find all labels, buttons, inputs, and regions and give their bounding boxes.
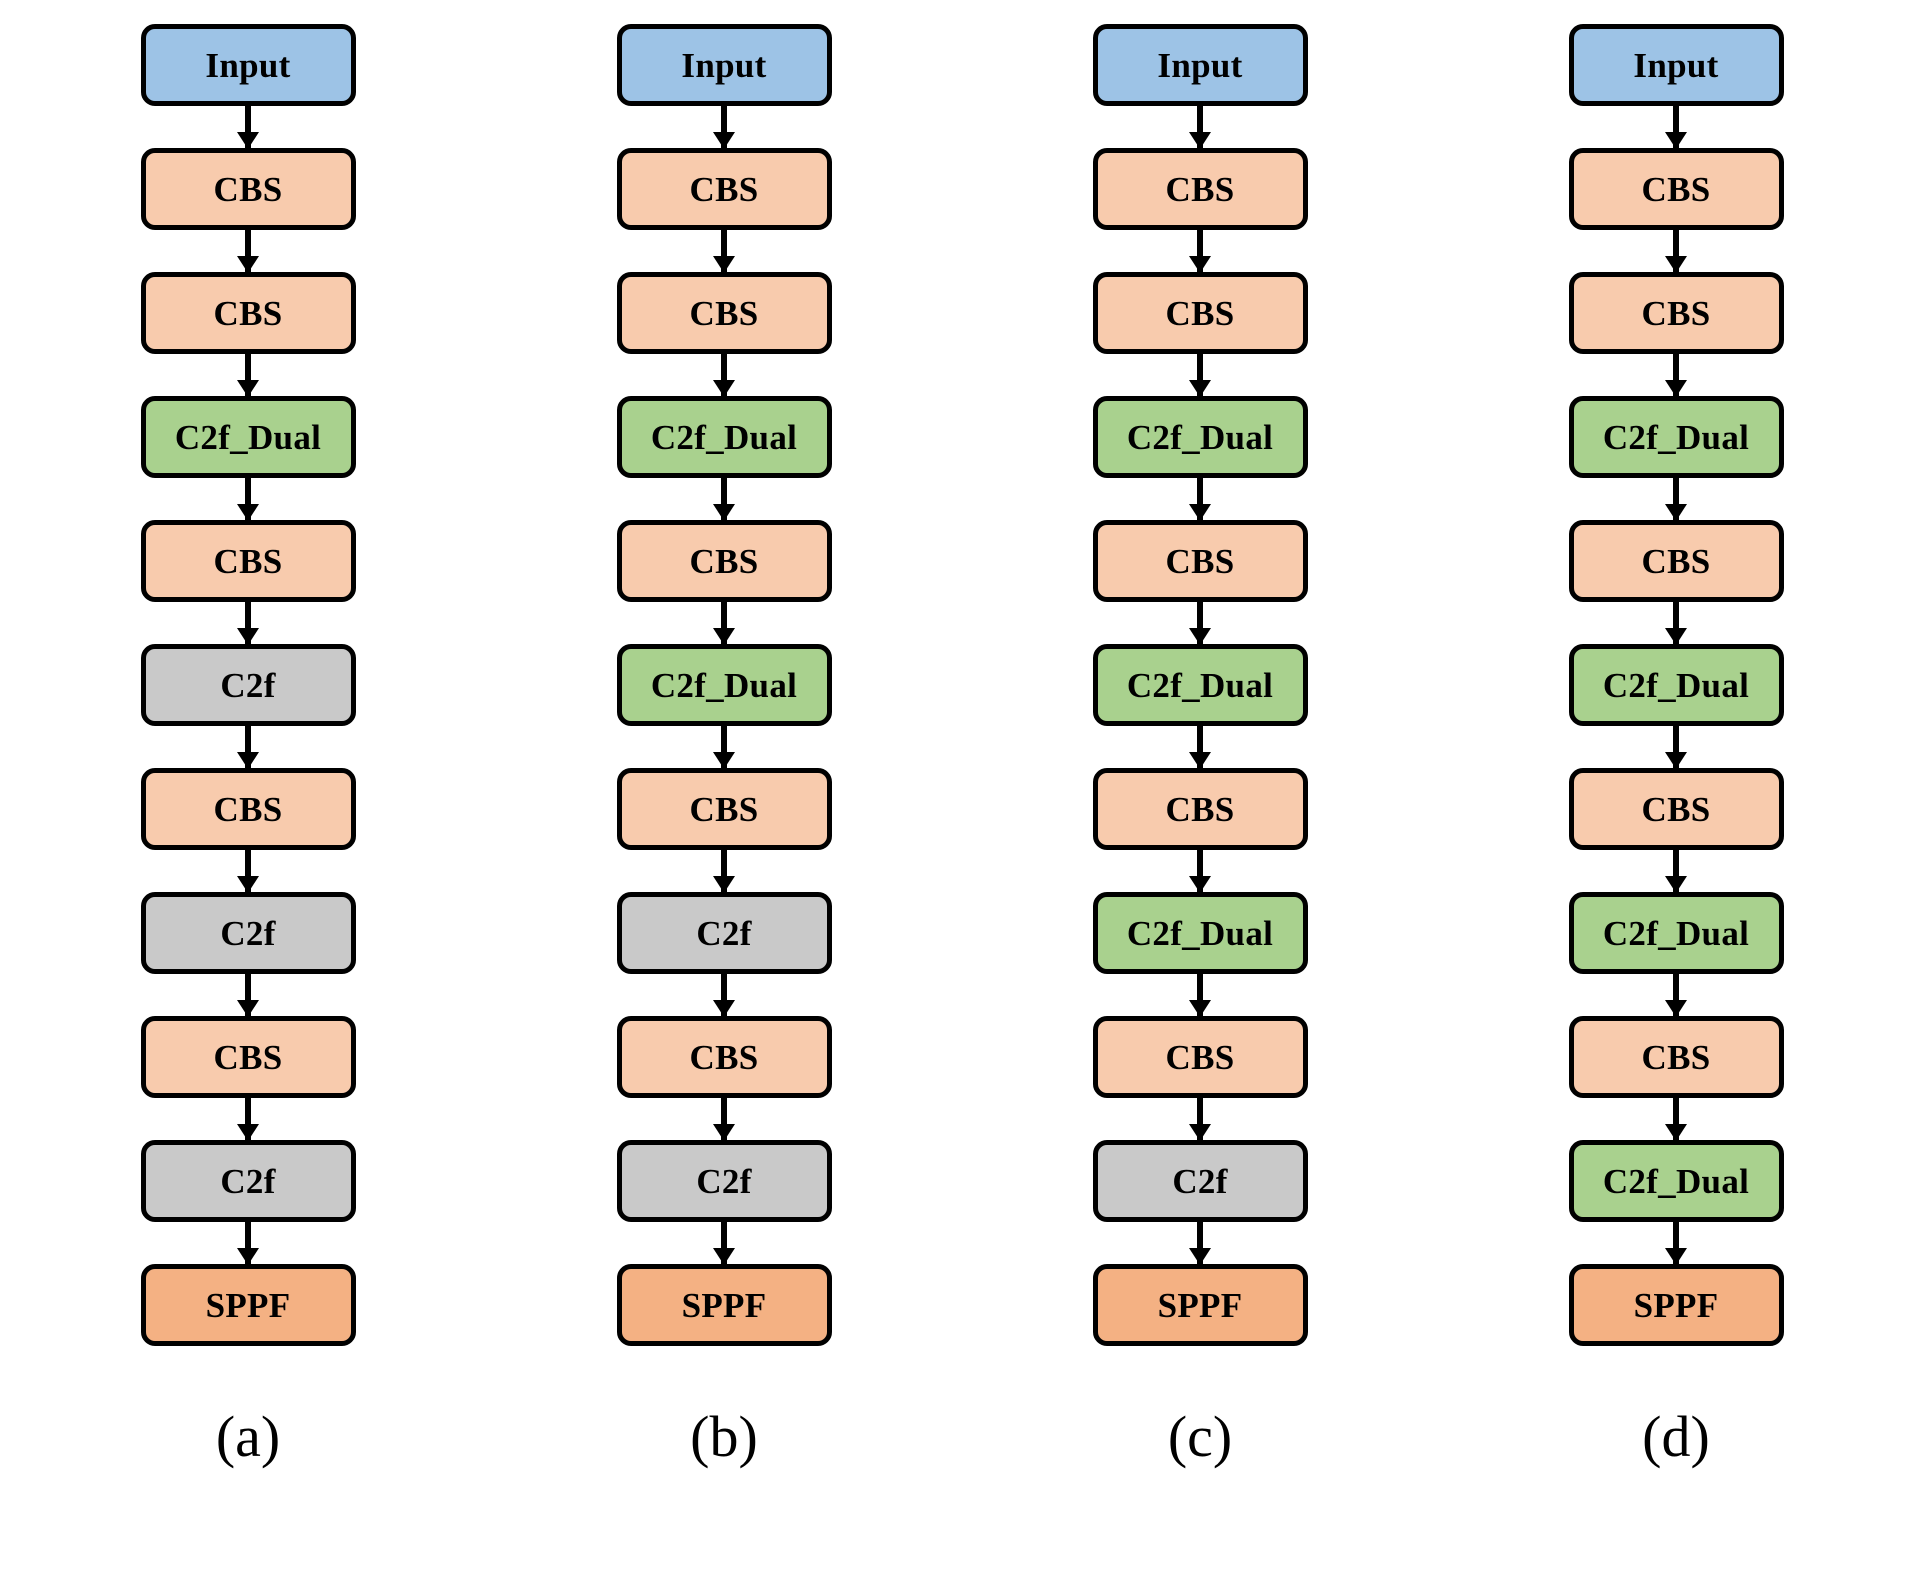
node-c2f[interactable]: C2f bbox=[140, 892, 356, 974]
flow-arrow-down-icon bbox=[1673, 1098, 1679, 1140]
node-cbs[interactable]: CBS bbox=[1568, 148, 1784, 230]
flow-arrow-down-icon bbox=[1197, 354, 1203, 396]
flow-arrow-down-icon bbox=[245, 1222, 251, 1264]
flow-arrow-down-icon bbox=[721, 602, 727, 644]
flow-arrow-down-icon bbox=[721, 974, 727, 1016]
flow-arrow-down-icon bbox=[1197, 1222, 1203, 1264]
node-sppf[interactable]: SPPF bbox=[1568, 1264, 1784, 1346]
flow-arrow-down-icon bbox=[721, 726, 727, 768]
node-c2f[interactable]: C2f bbox=[140, 644, 356, 726]
node-cbs[interactable]: CBS bbox=[140, 272, 356, 354]
flow-arrow-down-icon bbox=[245, 1098, 251, 1140]
flow-arrow-down-icon bbox=[245, 106, 251, 148]
node-input[interactable]: Input bbox=[616, 24, 832, 106]
node-sppf[interactable]: SPPF bbox=[1092, 1264, 1308, 1346]
flow-arrow-down-icon bbox=[1673, 726, 1679, 768]
flow-arrow-down-icon bbox=[245, 974, 251, 1016]
node-c2f_dual[interactable]: C2f_Dual bbox=[1092, 644, 1308, 726]
flow-arrow-down-icon bbox=[1197, 106, 1203, 148]
node-c2f[interactable]: C2f bbox=[1092, 1140, 1308, 1222]
node-cbs[interactable]: CBS bbox=[1092, 272, 1308, 354]
flow-arrow-down-icon bbox=[245, 354, 251, 396]
node-c2f_dual[interactable]: C2f_Dual bbox=[1568, 892, 1784, 974]
node-cbs[interactable]: CBS bbox=[1092, 148, 1308, 230]
node-cbs[interactable]: CBS bbox=[616, 272, 832, 354]
flow-arrow-down-icon bbox=[245, 230, 251, 272]
node-cbs[interactable]: CBS bbox=[140, 1016, 356, 1098]
node-c2f_dual[interactable]: C2f_Dual bbox=[616, 396, 832, 478]
flow-arrow-down-icon bbox=[1673, 850, 1679, 892]
node-sppf[interactable]: SPPF bbox=[616, 1264, 832, 1346]
flow-arrow-down-icon bbox=[721, 354, 727, 396]
subfigure-caption: (a) bbox=[215, 1404, 281, 1469]
node-c2f_dual[interactable]: C2f_Dual bbox=[1092, 892, 1308, 974]
node-cbs[interactable]: CBS bbox=[616, 148, 832, 230]
flow-arrow-down-icon bbox=[1673, 478, 1679, 520]
flow-arrow-down-icon bbox=[721, 1222, 727, 1264]
flow-arrow-down-icon bbox=[1673, 602, 1679, 644]
flow-arrow-down-icon bbox=[1197, 1098, 1203, 1140]
flow-arrow-down-icon bbox=[721, 478, 727, 520]
node-c2f[interactable]: C2f bbox=[616, 892, 832, 974]
flow-arrow-down-icon bbox=[1197, 726, 1203, 768]
node-cbs[interactable]: CBS bbox=[1568, 520, 1784, 602]
node-c2f_dual[interactable]: C2f_Dual bbox=[1568, 396, 1784, 478]
flow-arrow-down-icon bbox=[1673, 230, 1679, 272]
node-cbs[interactable]: CBS bbox=[1092, 520, 1308, 602]
node-cbs[interactable]: CBS bbox=[616, 1016, 832, 1098]
node-c2f_dual[interactable]: C2f_Dual bbox=[616, 644, 832, 726]
node-cbs[interactable]: CBS bbox=[616, 768, 832, 850]
node-cbs[interactable]: CBS bbox=[140, 520, 356, 602]
node-c2f[interactable]: C2f bbox=[140, 1140, 356, 1222]
node-cbs[interactable]: CBS bbox=[140, 148, 356, 230]
subfigure-caption: (c) bbox=[1167, 1404, 1233, 1469]
flow-arrow-down-icon bbox=[1673, 974, 1679, 1016]
node-input[interactable]: Input bbox=[1092, 24, 1308, 106]
flow-arrow-down-icon bbox=[721, 230, 727, 272]
flow-arrow-down-icon bbox=[245, 478, 251, 520]
node-cbs[interactable]: CBS bbox=[1092, 768, 1308, 850]
flow-arrow-down-icon bbox=[245, 602, 251, 644]
flow-arrow-down-icon bbox=[1673, 354, 1679, 396]
node-c2f[interactable]: C2f bbox=[616, 1140, 832, 1222]
flow-arrow-down-icon bbox=[1197, 850, 1203, 892]
flow-arrow-down-icon bbox=[1197, 602, 1203, 644]
flow-arrow-down-icon bbox=[1673, 1222, 1679, 1264]
node-cbs[interactable]: CBS bbox=[140, 768, 356, 850]
flow-arrow-down-icon bbox=[245, 726, 251, 768]
node-cbs[interactable]: CBS bbox=[1568, 1016, 1784, 1098]
node-input[interactable]: Input bbox=[1568, 24, 1784, 106]
flow-arrow-down-icon bbox=[1197, 478, 1203, 520]
flow-arrow-down-icon bbox=[721, 106, 727, 148]
node-cbs[interactable]: CBS bbox=[1568, 768, 1784, 850]
node-cbs[interactable]: CBS bbox=[616, 520, 832, 602]
flow-arrow-down-icon bbox=[1197, 974, 1203, 1016]
node-sppf[interactable]: SPPF bbox=[140, 1264, 356, 1346]
node-c2f_dual[interactable]: C2f_Dual bbox=[1568, 1140, 1784, 1222]
node-input[interactable]: Input bbox=[140, 24, 356, 106]
flow-arrow-down-icon bbox=[721, 850, 727, 892]
node-c2f_dual[interactable]: C2f_Dual bbox=[140, 396, 356, 478]
subfigure-caption: (d) bbox=[1642, 1404, 1710, 1469]
node-c2f_dual[interactable]: C2f_Dual bbox=[1092, 396, 1308, 478]
node-c2f_dual[interactable]: C2f_Dual bbox=[1568, 644, 1784, 726]
flow-arrow-down-icon bbox=[1673, 106, 1679, 148]
subfigure-caption: (b) bbox=[690, 1404, 758, 1469]
flow-arrow-down-icon bbox=[1197, 230, 1203, 272]
node-cbs[interactable]: CBS bbox=[1568, 272, 1784, 354]
flow-arrow-down-icon bbox=[721, 1098, 727, 1140]
flow-arrow-down-icon bbox=[245, 850, 251, 892]
node-cbs[interactable]: CBS bbox=[1092, 1016, 1308, 1098]
